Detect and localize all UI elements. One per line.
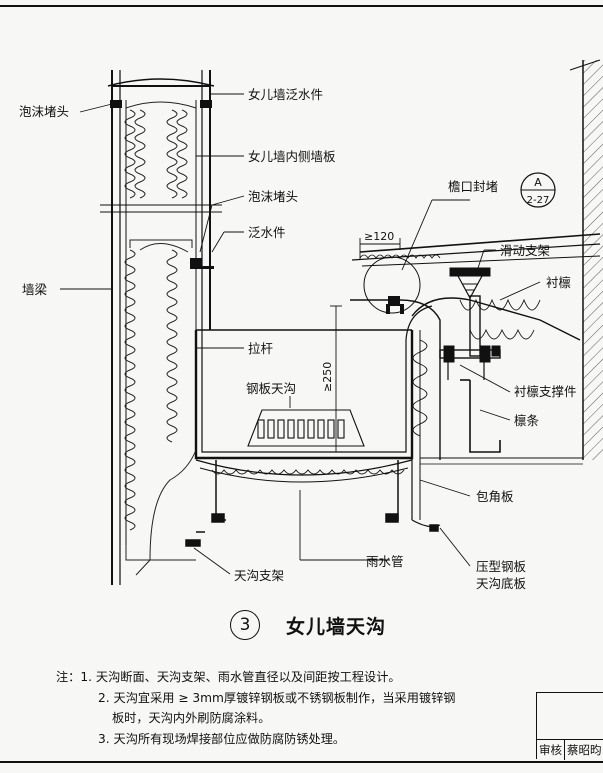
bolts bbox=[110, 100, 404, 314]
label-tie-rod: 拉杆 bbox=[248, 341, 274, 356]
label-downpipe: 雨水管 bbox=[366, 554, 404, 569]
title-block-cell-review: 审核 bbox=[537, 740, 565, 760]
label-eave-seal: 檐口封堵 bbox=[448, 179, 498, 194]
title-block-row: 审核蔡昭昀 bbox=[537, 739, 603, 760]
title-block-cell-name: 蔡昭昀 bbox=[567, 743, 602, 757]
label-purlin-liner: 衬檩 bbox=[546, 275, 571, 290]
label-sliding-support: 滑动支架 bbox=[500, 243, 550, 258]
insulation-left-lower bbox=[124, 239, 193, 531]
label-dim-250: ≥250 bbox=[321, 362, 334, 392]
detail-ref-letter: A bbox=[534, 176, 542, 189]
note-line-2: 2. 天沟宜采用 ≥ 3mm厚镀锌钢板或不锈钢板制作，当采用镀锌钢 bbox=[98, 690, 456, 705]
label-purlin: 檩条 bbox=[514, 413, 540, 428]
label-corner-plate: 包角板 bbox=[476, 489, 514, 504]
label-parapet-inner-panel: 女儿墙内侧墙板 bbox=[248, 149, 336, 164]
title-block: 审核蔡昭昀 bbox=[536, 692, 603, 760]
gutter-strainer bbox=[247, 409, 365, 447]
label-wall-beam: 墙梁 bbox=[22, 282, 48, 297]
gutter-body bbox=[194, 305, 433, 520]
note-line-1: 注：1. 天沟断面、天沟支架、雨水管直径以及间距按工程设计。 bbox=[56, 670, 401, 684]
detail-title-text: 女儿墙天沟 bbox=[286, 616, 387, 638]
label-steel-gutter: 钢板天沟 bbox=[246, 381, 296, 396]
label-foam-plug-top: 泡沫堵头 bbox=[19, 104, 69, 119]
dimensions bbox=[330, 238, 401, 453]
note-line-3: 板时，天沟内外刷防腐涂料。 bbox=[112, 711, 271, 725]
label-parapet-flashing: 女儿墙泛水件 bbox=[248, 87, 323, 102]
right-wall-break bbox=[569, 59, 601, 71]
note-line-4: 3. 天沟所有现场焊接部位应做防腐防锈处理。 bbox=[98, 731, 346, 746]
detail-ref-marker: A 2-27 bbox=[520, 172, 556, 208]
insulation-gutter-left bbox=[125, 449, 197, 576]
label-gutter-support: 天沟支架 bbox=[234, 568, 284, 583]
gutter-support bbox=[185, 460, 441, 547]
label-profiled-sheet: 压型钢板 bbox=[476, 559, 527, 574]
parapet-wall bbox=[100, 70, 222, 585]
detail-number: 3 bbox=[230, 610, 260, 640]
insulation-left-upper bbox=[124, 101, 197, 199]
label-dim-120: ≥120 bbox=[364, 230, 394, 243]
leader-lines bbox=[60, 93, 541, 575]
right-wall-hatch bbox=[583, 60, 603, 460]
detail-ref-number: 2-27 bbox=[527, 195, 550, 206]
roof-eave bbox=[350, 233, 601, 465]
label-purlin-support: 衬檩支撑件 bbox=[514, 384, 577, 399]
label-foam-plug-mid: 泡沫堵头 bbox=[248, 189, 298, 204]
label-flashing: 泛水件 bbox=[248, 225, 286, 240]
label-gutter-bottom: 天沟底板 bbox=[476, 576, 527, 591]
notes-block: 注：1. 天沟断面、天沟支架、雨水管直径以及间距按工程设计。 2. 天沟宜采用 … bbox=[56, 667, 536, 749]
